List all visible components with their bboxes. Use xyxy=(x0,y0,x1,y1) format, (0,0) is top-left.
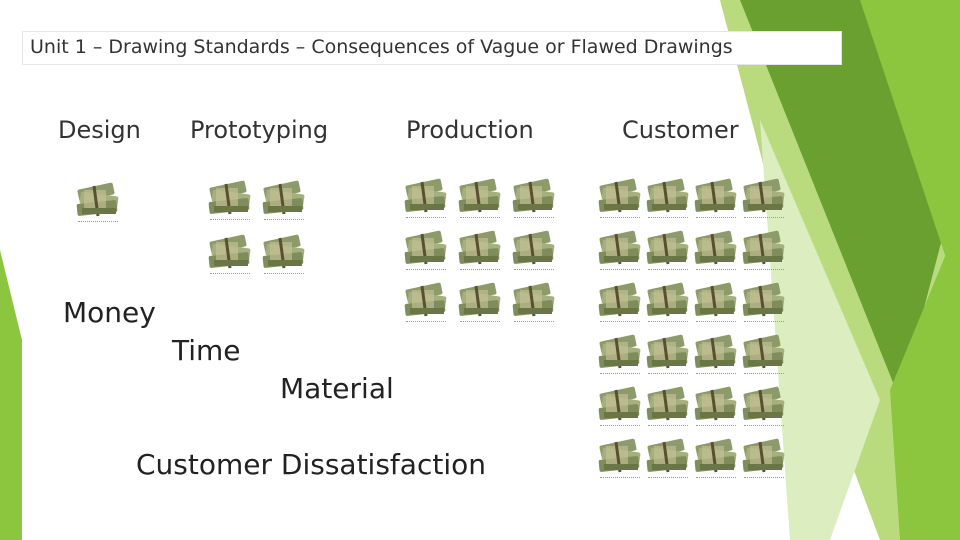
money-stack-icon xyxy=(692,436,740,480)
cost-customer-dissatisfaction-label: Customer Dissatisfaction xyxy=(136,448,486,481)
money-stack-icon xyxy=(644,176,692,220)
money-stack-icon xyxy=(740,384,788,428)
cost-money-label: Money xyxy=(63,296,156,329)
money-stack-icon xyxy=(692,176,740,220)
money-stack-icon xyxy=(644,332,692,376)
money-stack-icon xyxy=(510,280,558,324)
money-stack-icon xyxy=(456,176,504,220)
money-stack-icon xyxy=(596,436,644,480)
money-stack-icon xyxy=(740,228,788,272)
stage-customer-label: Customer xyxy=(622,116,739,144)
money-stack-icon xyxy=(402,228,450,272)
money-stack-icon xyxy=(596,176,644,220)
money-stack-icon xyxy=(510,176,558,220)
slide-title: Unit 1 – Drawing Standards – Consequence… xyxy=(30,36,733,58)
money-stack-icon xyxy=(740,280,788,324)
money-stack-icon xyxy=(596,228,644,272)
money-stack-icon xyxy=(206,232,254,276)
money-stack-icon xyxy=(644,228,692,272)
title-box xyxy=(22,31,842,65)
money-stack-icon xyxy=(206,178,254,222)
money-stack-icon xyxy=(260,232,308,276)
stage-production-label: Production xyxy=(406,116,534,144)
money-stack-icon xyxy=(740,176,788,220)
money-stack-icon xyxy=(644,384,692,428)
money-stack-icon xyxy=(740,332,788,376)
money-stack-icon xyxy=(456,228,504,272)
stage-prototyping-label: Prototyping xyxy=(190,116,329,144)
money-stack-icon xyxy=(456,280,504,324)
money-stack-icon xyxy=(644,280,692,324)
cost-time-label: Time xyxy=(172,334,241,367)
stage-design-label: Design xyxy=(58,116,141,144)
money-stack-icon xyxy=(596,384,644,428)
money-stack-icon xyxy=(260,178,308,222)
money-stack-icon xyxy=(692,332,740,376)
money-stack-icon xyxy=(740,436,788,480)
money-stack-icon xyxy=(692,384,740,428)
money-stack-icon xyxy=(402,280,450,324)
money-stack-icon xyxy=(644,436,692,480)
money-stack-icon xyxy=(692,280,740,324)
cost-material-label: Material xyxy=(280,372,394,405)
money-stack-icon xyxy=(510,228,558,272)
money-stack-icon xyxy=(596,280,644,324)
money-stack-icon xyxy=(692,228,740,272)
money-stack-icon xyxy=(596,332,644,376)
money-stack-icon xyxy=(74,180,122,224)
money-stack-icon xyxy=(402,176,450,220)
